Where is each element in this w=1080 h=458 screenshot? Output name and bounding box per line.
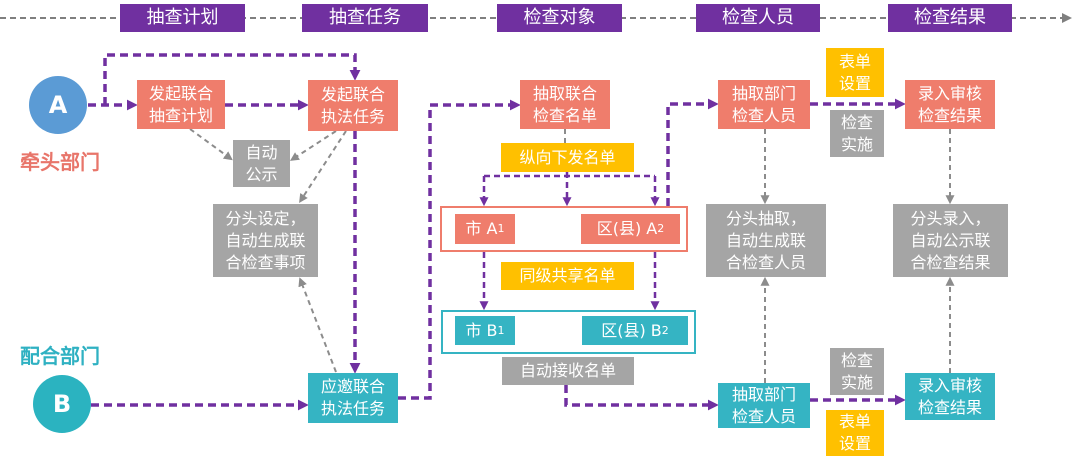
node-draw-list: 抽取联合 检查名单 — [520, 80, 610, 129]
node-issue-down: 纵向下发名单 — [501, 143, 634, 172]
node-partner-enter-results: 录入审核 检查结果 — [905, 373, 995, 420]
node-form-bottom: 表单 设置 — [826, 410, 884, 456]
arrow-task-to-set-items — [299, 130, 347, 204]
arrow-receive-to-partner-inspectors — [564, 385, 719, 411]
node-form-top: 表单 设置 — [826, 48, 884, 97]
stage-header-target: 检查对象 — [497, 4, 622, 32]
node-accept-task: 应邀联合 执法任务 — [308, 373, 398, 423]
node-partner-draw-inspectors: 抽取部门 检查人员 — [718, 383, 810, 428]
arrow-plan-to-auto-publish — [189, 128, 233, 161]
partner-dept-badge: B — [33, 375, 91, 433]
node-set-items: 分头设定， 自动生成联 合检查事项 — [213, 204, 318, 277]
arrow-accept-to-draw-list — [398, 99, 521, 400]
node-lead-draw-inspectors: 抽取部门 检查人员 — [718, 80, 810, 129]
stage-header-inspectors: 检查人员 — [696, 4, 820, 32]
node-receive-list: 自动接收名单 — [502, 357, 634, 385]
target-county-a-label: 区(县) A — [596, 219, 658, 238]
node-publish-results: 分头录入， 自动公示联 合检查结果 — [893, 204, 1008, 277]
node-draw-people: 分头抽取， 自动生成联 合检查人员 — [706, 204, 826, 277]
stage-header-results: 检查结果 — [888, 4, 1012, 32]
target-county-b-label: 区(县) B — [601, 320, 662, 340]
target-city-b-label: 市 B — [465, 320, 498, 340]
arrow-task-to-auto-publish — [289, 130, 337, 161]
lead-dept-label: 牵头部门 — [20, 150, 100, 174]
node-share-peer: 同级共享名单 — [501, 262, 634, 290]
lead-dept-badge: A — [29, 76, 87, 134]
stage-header-plan: 抽查计划 — [120, 4, 245, 32]
node-launch-plan: 发起联合 抽查计划 — [137, 80, 225, 129]
arrow-accept-to-set-items — [298, 277, 337, 373]
partner-dept-label: 配合部门 — [20, 344, 100, 368]
stage-header-task: 抽查任务 — [302, 4, 428, 32]
node-inspect-bottom: 检查 实施 — [830, 348, 884, 395]
node-inspect-top: 检查 实施 — [830, 110, 884, 157]
arrow-lead-loop-to-task — [103, 53, 361, 105]
node-lead-enter-results: 录入审核 检查结果 — [905, 80, 995, 129]
target-city-a-label: 市 A — [465, 219, 498, 238]
arrow-targets-to-lead-inspectors — [666, 98, 719, 206]
node-auto-publish: 自动 公示 — [233, 140, 290, 187]
node-launch-task: 发起联合 执法任务 — [308, 80, 398, 131]
